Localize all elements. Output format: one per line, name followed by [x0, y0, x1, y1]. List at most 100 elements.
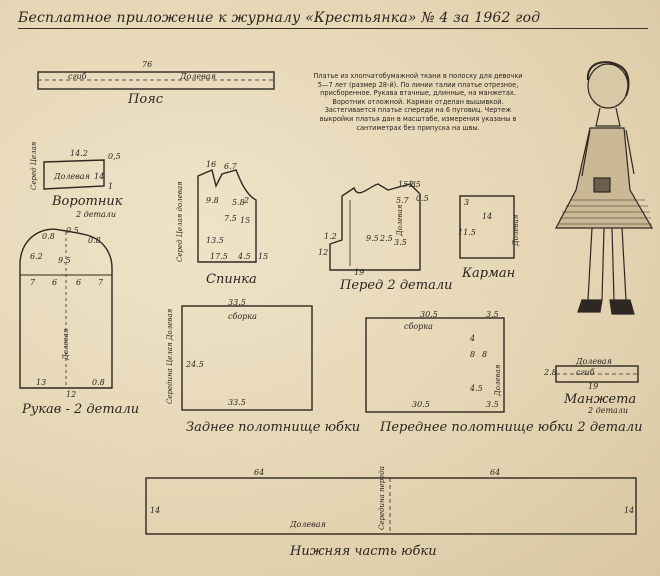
sleeve-m5: 9.5 [58, 256, 71, 265]
sleeve-m9: 7 [98, 278, 104, 287]
lower-skirt-m3: 14 [150, 506, 161, 515]
front-skirt-m2: 3.5 [486, 310, 499, 319]
sleeve-m1: 0.8 [42, 232, 55, 241]
collar-m3: 1 [108, 182, 114, 191]
sleeve-grain: Долевая [62, 328, 70, 360]
back-skirt-label: Заднее полотнище юбки [186, 420, 361, 435]
lower-skirt-grain: Долевая [290, 520, 326, 529]
front-skirt-m8: 3.5 [486, 400, 499, 409]
back-m6: 15 [240, 216, 251, 225]
pocket-m3: 11.5 [458, 228, 476, 237]
front-skirt-shape [365, 317, 505, 413]
sleeve-m3: 0.8 [88, 236, 101, 245]
front-skirt-grain: Долевая [494, 364, 502, 396]
back-skirt-gather: сборка [228, 312, 257, 321]
cuff-seam: сгиб [576, 368, 595, 377]
lower-skirt-m4: 14 [624, 506, 635, 515]
cuff-label: Манжета [564, 392, 637, 407]
back-skirt-m3: 33.5 [228, 398, 246, 407]
back-m7: 7.5 [224, 214, 237, 223]
lower-skirt-label: Нижняя часть юбки [290, 544, 437, 559]
front-m7: 12 [318, 248, 329, 257]
girl-illustration [555, 61, 654, 315]
front-skirt-m3: 4 [470, 334, 476, 343]
back-skirt-shape [181, 305, 313, 411]
front-grain: Долевая [396, 204, 404, 236]
collar-fold: Серед Целая [30, 141, 38, 190]
front-skirt-m7: 30.5 [412, 400, 430, 409]
sleeve-m6: 7 [30, 278, 36, 287]
front-label: Перед 2 детали [340, 278, 453, 293]
cuff-grain: Долевая [576, 357, 612, 366]
sleeve-m8: 6 [76, 278, 82, 287]
page-header: Бесплатное приложение к журналу «Крестья… [18, 10, 648, 29]
back-fold: Серед Целая долевая [176, 181, 184, 262]
pocket-m1: 3 [464, 198, 470, 207]
sleeve-m4: 6.2 [30, 252, 43, 261]
back-m1: 16 [206, 160, 217, 169]
back-skirt-fold: Середина Целая Долевая [166, 308, 174, 404]
front-m6: 19 [354, 268, 365, 277]
front-m2: 1.5 [408, 180, 421, 189]
cuff-shape [555, 365, 639, 383]
back-m8: 5.8 [232, 198, 245, 207]
sleeve-m11: 0.8 [92, 378, 105, 387]
pocket-grain: Долевая [512, 214, 520, 246]
belt-label: Пояс [128, 92, 164, 107]
cuff-count: 2 детали [588, 406, 629, 415]
back-m5: 13.5 [206, 236, 224, 245]
front-skirt-m5: 8 [482, 350, 488, 359]
sleeve-label: Рукав - 2 детали [22, 402, 140, 417]
front-m10: 1.2 [324, 232, 337, 241]
pocket-label: Карман [462, 266, 516, 281]
belt-seam: сгиб [68, 72, 87, 81]
collar-m2: 14 [94, 172, 105, 181]
back-label: Спинка [206, 272, 257, 287]
back-m11: 15 [258, 252, 269, 261]
pocket-shape [459, 195, 515, 259]
collar-m4: 0,5 [108, 152, 121, 161]
front-shape [329, 183, 421, 271]
back-m10: 4.5 [238, 252, 251, 261]
front-skirt-m6: 4.5 [470, 384, 483, 393]
sleeve-m2: 0.5 [66, 226, 79, 235]
front-skirt-m4: 8 [470, 350, 476, 359]
pocket-m2: 14 [482, 212, 493, 221]
back-m2: 6.7 [224, 162, 237, 171]
back-m3: 9.8 [206, 196, 219, 205]
collar-count: 2 детали [76, 210, 117, 219]
lower-skirt-m2: 64 [490, 468, 501, 477]
collar-m1: 14.2 [70, 149, 88, 158]
front-m1: 15.8 [398, 180, 416, 189]
collar-grain: Долевая [54, 172, 90, 181]
cuff-m1: 19 [588, 382, 599, 391]
back-skirt-m1: 33.5 [228, 298, 246, 307]
sleeve-m10: 13 [36, 378, 47, 387]
front-m5: 3.5 [394, 238, 407, 247]
collar-shape [43, 159, 105, 190]
lower-skirt-fold: Середина переда [378, 466, 386, 530]
front-skirt-m1: 30.5 [420, 310, 438, 319]
cuff-m2: 2.8 [544, 368, 557, 377]
back-skirt-m2: 24.5 [186, 360, 204, 369]
description-text: Платье из хлопчатобумажной ткани в полос… [313, 72, 523, 132]
front-skirt-label: Переднее полотнище юбки 2 детали [380, 420, 643, 435]
sleeve-m7: 6 [52, 278, 58, 287]
front-m4: 0.5 [416, 194, 429, 203]
lower-skirt-m1: 64 [254, 468, 265, 477]
collar-label: Воротник [52, 194, 123, 209]
sleeve-shape [19, 228, 113, 389]
front-skirt-gather: сборка [404, 322, 433, 331]
front-m3: 5.7 [396, 196, 409, 205]
back-shape [197, 169, 257, 263]
front-m8: 9.5 [366, 234, 379, 243]
back-m9: 17.5 [210, 252, 228, 261]
belt-shape [37, 71, 275, 90]
belt-length: 76 [142, 60, 153, 69]
lower-skirt-shape [145, 477, 637, 535]
back-m4: 2 [244, 196, 250, 205]
sleeve-m12: 12 [66, 390, 77, 399]
front-m9: 2.5 [380, 234, 393, 243]
